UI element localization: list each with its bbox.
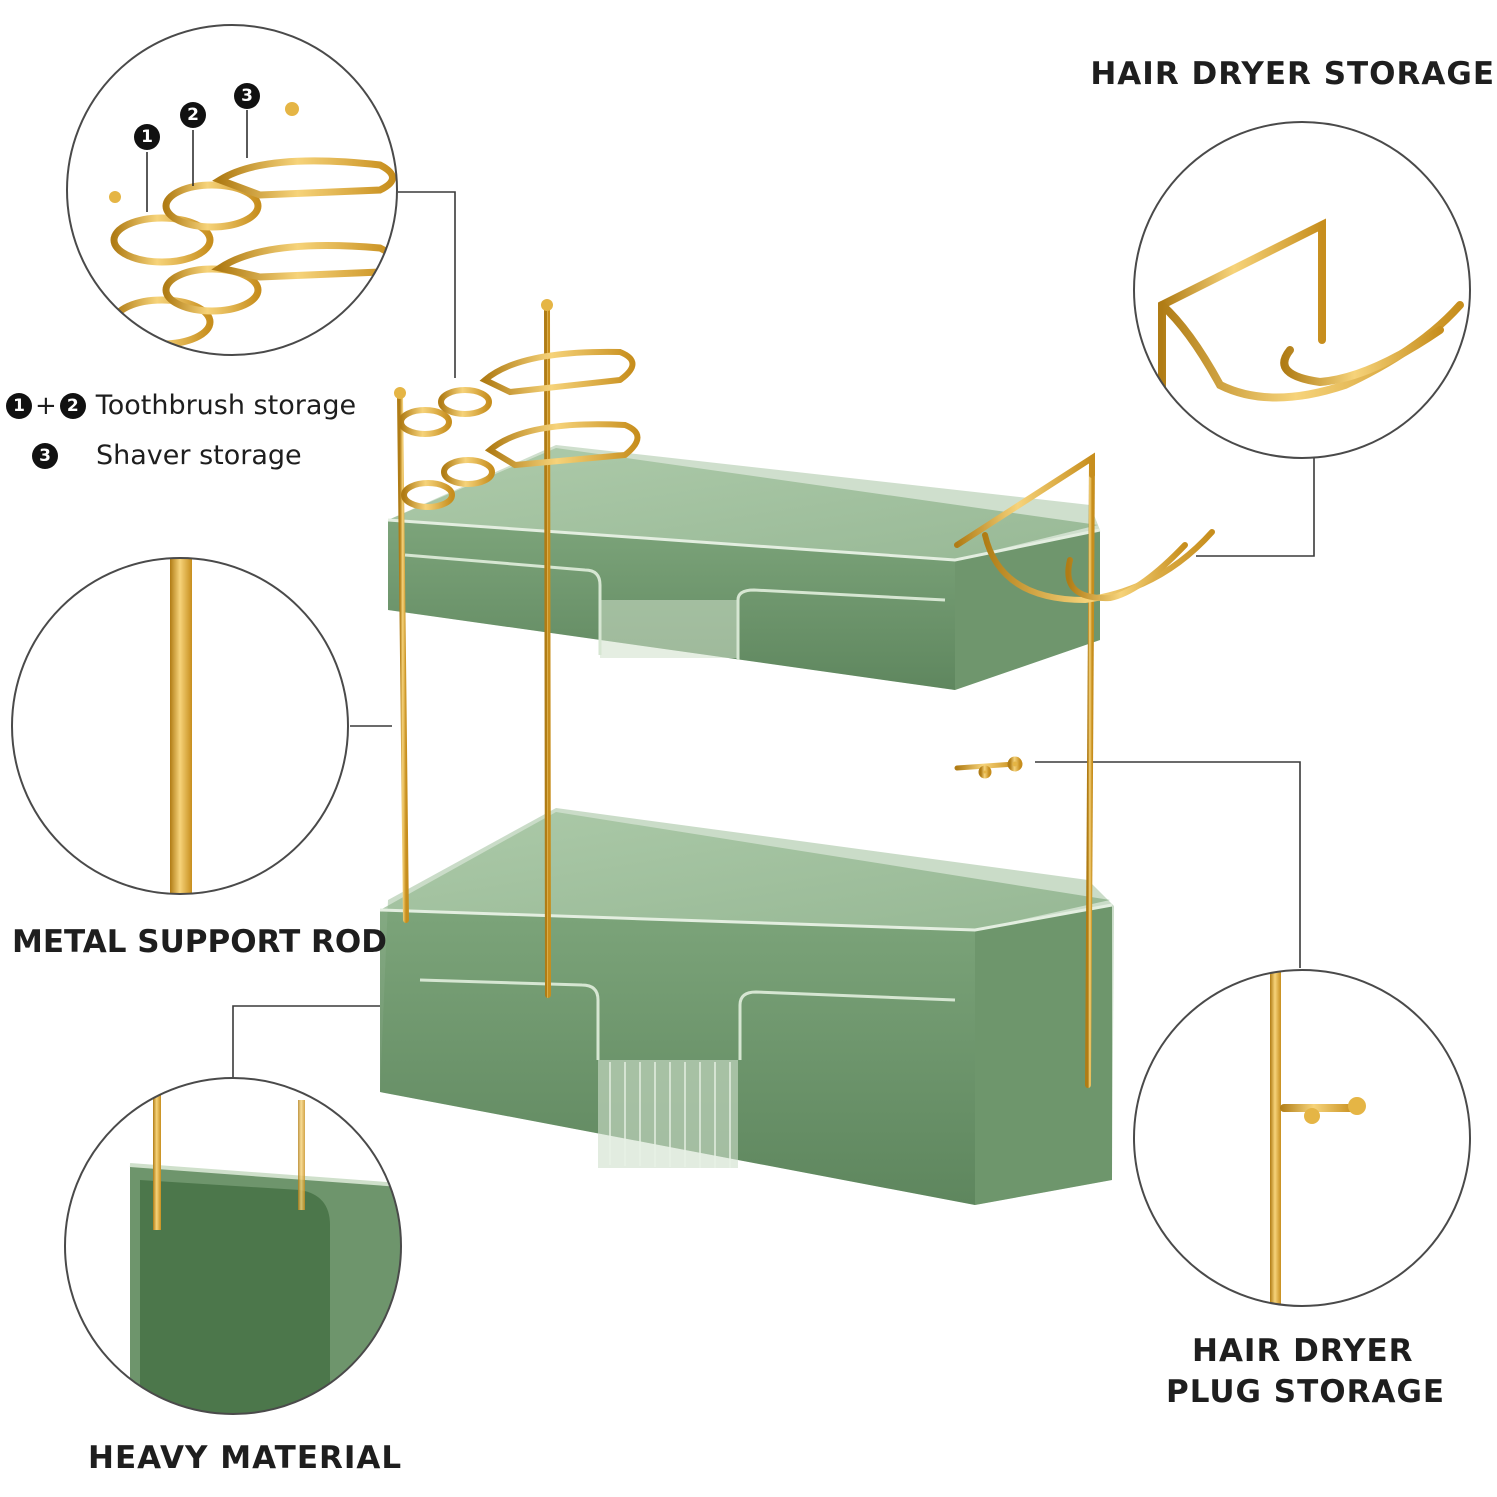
upper-tray (387, 445, 1101, 690)
label-heavy-material: HEAVY MATERIAL (88, 1440, 403, 1476)
detail-circle-plug (1133, 969, 1471, 1307)
legend-toothbrush: 1 + 2 Toothbrush storage (6, 390, 356, 421)
legend-number-3: 3 (32, 442, 58, 469)
detail-circle-material (64, 1077, 402, 1415)
material-leader-line (232, 1005, 380, 1078)
hair-dryer-leader-line (1196, 455, 1315, 557)
organizer-product (379, 299, 1215, 1205)
legend-shaver: 3 Shaver storage (32, 440, 302, 471)
plug-leader-line (1035, 761, 1301, 968)
marker-1: 1 (134, 124, 160, 150)
leader-lines (232, 191, 1315, 1078)
hair-dryer-hook (954, 452, 1215, 604)
detail-circle-toothbrush (66, 24, 398, 356)
legend-number-2: 2 (59, 392, 86, 419)
legend-plus: + (35, 390, 57, 421)
marker-2: 2 (180, 102, 206, 128)
toothbrush-holder-rings (398, 348, 641, 510)
lower-bin (379, 808, 1114, 1205)
label-hair-dryer-plug-line2: PLUG STORAGE (1166, 1374, 1446, 1410)
label-metal-support-rod: METAL SUPPORT ROD (12, 924, 387, 960)
detail-circle-hair-dryer (1133, 121, 1471, 459)
detail-circle-rod (11, 557, 349, 895)
legend-toothbrush-text: Toothbrush storage (95, 390, 357, 421)
legend-number-1: 1 (6, 392, 32, 419)
plug-hook (954, 756, 1023, 779)
toothbrush-leader-line (398, 191, 456, 378)
support-rods (397, 305, 1095, 1173)
marker-3: 3 (234, 83, 260, 109)
label-hair-dryer-plug-line1: HAIR DRYER (1192, 1333, 1414, 1369)
legend-shaver-text: Shaver storage (96, 440, 302, 471)
label-hair-dryer-storage: HAIR DRYER STORAGE (1090, 56, 1495, 92)
